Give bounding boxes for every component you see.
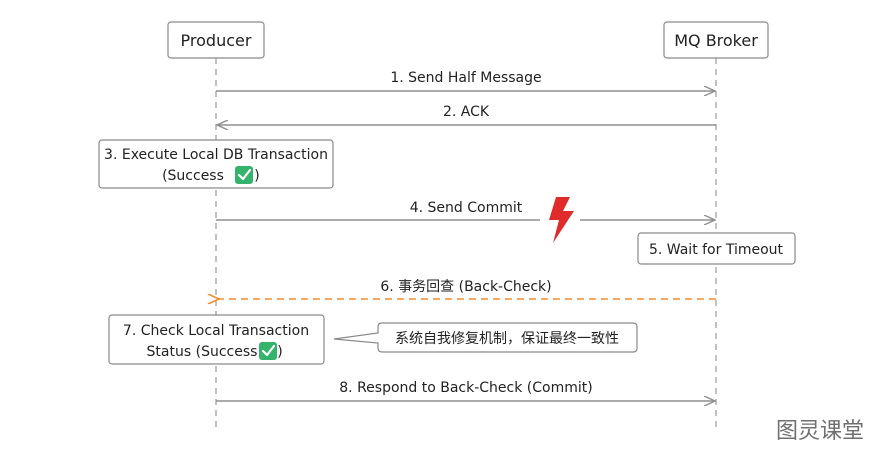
broker-actor: MQ Broker	[663, 21, 769, 59]
callout-text: 系统自我修复机制，保证最终一致性	[395, 330, 619, 347]
note-7: 7. Check Local Transaction Status (Succe…	[108, 314, 325, 365]
note-5-label: 5. Wait for Timeout	[649, 242, 784, 258]
watermark: 图灵课堂	[776, 419, 864, 444]
message-1-label: 1. Send Half Message	[390, 70, 541, 86]
note-7-line1: 7. Check Local Transaction	[123, 323, 309, 339]
message-6: 6. 事务回查 (Back-Check)	[218, 279, 716, 299]
callout-bubble: 系统自我修复机制，保证最终一致性	[333, 322, 638, 353]
check-mark-icon	[259, 342, 277, 360]
lightning-bolt-icon	[549, 197, 574, 243]
broker-label: MQ Broker	[674, 31, 758, 50]
message-8: 8. Respond to Back-Check (Commit)	[216, 380, 715, 401]
note-3-line2: (Success	[162, 168, 224, 184]
message-4-label: 4. Send Commit	[410, 200, 523, 216]
check-mark-icon	[235, 166, 253, 184]
message-2-label: 2. ACK	[443, 104, 490, 120]
note-3-close-paren: )	[254, 168, 259, 184]
producer-label: Producer	[181, 31, 252, 50]
message-8-label: 8. Respond to Back-Check (Commit)	[339, 380, 592, 396]
note-5: 5. Wait for Timeout	[637, 232, 796, 265]
note-7-line2: Status (Success	[147, 344, 258, 360]
message-1: 1. Send Half Message	[216, 70, 715, 91]
message-4: 4. Send Commit	[216, 197, 715, 243]
note-7-close-paren: )	[277, 344, 282, 360]
message-6-label: 6. 事务回查 (Back-Check)	[380, 279, 551, 295]
message-2: 2. ACK	[217, 104, 716, 125]
producer-actor: Producer	[167, 21, 265, 59]
note-3: 3. Execute Local DB Transaction (Success…	[98, 139, 334, 189]
note-3-line1: 3. Execute Local DB Transaction	[104, 147, 328, 163]
